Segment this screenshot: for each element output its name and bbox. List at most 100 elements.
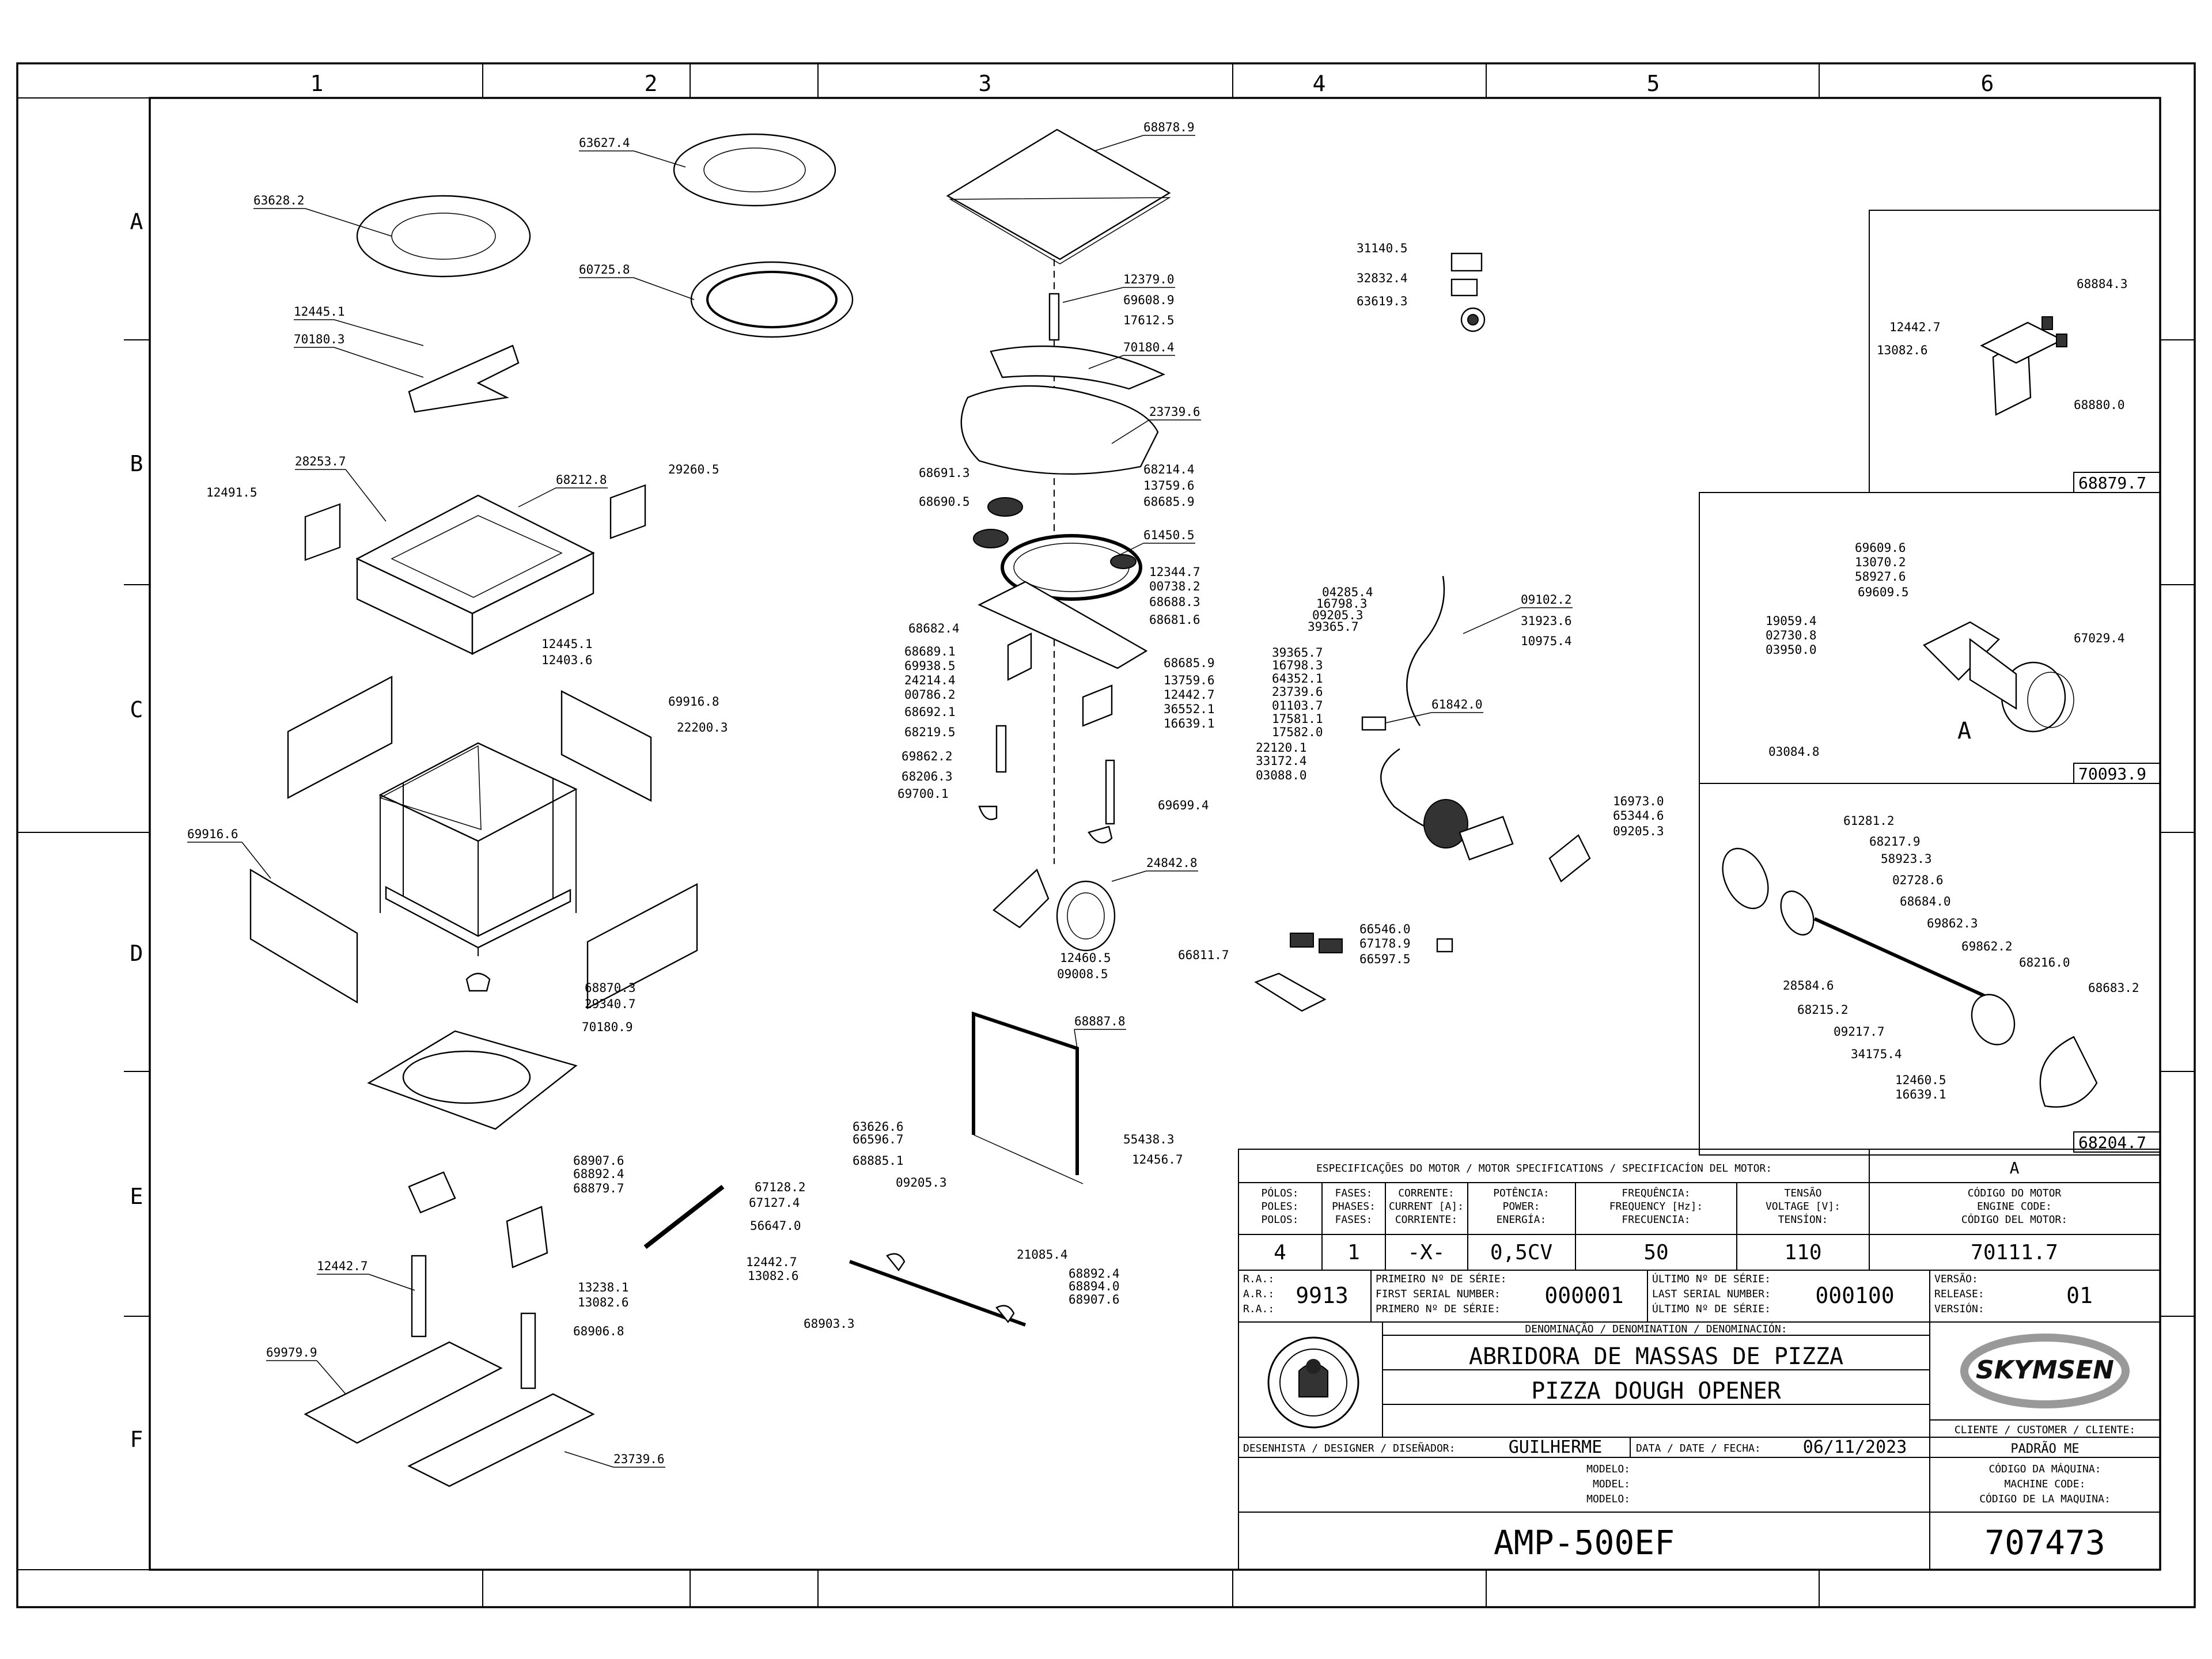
- motor-header-poles: PÓLOS: POLES: POLOS:: [1261, 1187, 1298, 1226]
- part-label: 17582.0: [1272, 725, 1323, 739]
- detail2-assembly-number: 70093.9: [2078, 764, 2146, 783]
- detail3-label: 68216.0: [2019, 956, 2070, 969]
- detail3-label: 61281.2: [1843, 814, 1895, 828]
- detail2-label: 69609.5: [1858, 585, 1909, 599]
- detail1-label: 68884.3: [2077, 277, 2128, 291]
- part-label: 56647.0: [750, 1219, 801, 1233]
- svg-text:ENERGÍA:: ENERGÍA:: [1497, 1213, 1547, 1226]
- part-label: 17581.1: [1272, 712, 1323, 726]
- part-label: 69699.4: [1158, 798, 1209, 812]
- ra-label-1: R.A.:: [1243, 1273, 1274, 1285]
- detail2-tag: A: [1957, 718, 1971, 744]
- part-label: 03088.0: [1256, 768, 1307, 782]
- part-label: 23739.6: [613, 1452, 665, 1466]
- svg-text:FREQUÊNCIA:: FREQUÊNCIA:: [1622, 1187, 1690, 1199]
- part-label: 63627.4: [579, 136, 630, 150]
- part-label: 68206.3: [902, 770, 953, 783]
- part-label: 09205.3: [1312, 608, 1363, 622]
- electric-parts-geometry: [1254, 252, 1591, 1012]
- part-label: 09008.5: [1057, 967, 1108, 981]
- part-label: 13082.6: [578, 1296, 629, 1309]
- grid-col-2: 2: [645, 71, 658, 96]
- part-label: 68887.8: [1074, 1014, 1126, 1028]
- version-value: 01: [2066, 1283, 2093, 1308]
- motor-value-engine-code: 70111.7: [1971, 1241, 2058, 1264]
- part-label: 16973.0: [1613, 794, 1664, 808]
- part-label: 33172.4: [1256, 754, 1307, 768]
- motor-table-tag: A: [2010, 1158, 2020, 1177]
- last-serial-label-2: LAST SERIAL NUMBER:: [1652, 1288, 1771, 1300]
- part-label: 22120.1: [1256, 741, 1307, 755]
- detail2-label: 19059.4: [1766, 614, 1817, 628]
- part-label: 66597.5: [1359, 952, 1411, 966]
- motor-header-voltage: TENSÃO VOLTAGE [V]: TENSÍON:: [1766, 1187, 1840, 1226]
- part-label: 13759.6: [1143, 479, 1195, 493]
- customer-label: CLIENTE / CUSTOMER / CLIENTE:: [1955, 1424, 2135, 1436]
- part-label: 09205.3: [896, 1176, 947, 1190]
- part-label: 68682.4: [908, 622, 960, 635]
- part-label: 55438.3: [1123, 1132, 1175, 1146]
- part-label: 13759.6: [1164, 673, 1215, 687]
- grid-row-labels: A B C D E F: [130, 209, 143, 1452]
- motor-table-title: ESPECIFICAÇÕES DO MOTOR / MOTOR SPECIFIC…: [1316, 1162, 1772, 1175]
- part-label: 31140.5: [1357, 241, 1408, 255]
- svg-text:FASES:: FASES:: [1335, 1187, 1372, 1199]
- part-label: 24214.4: [904, 673, 956, 687]
- part-label: 12442.7: [1164, 688, 1215, 702]
- part-label: 21085.4: [1017, 1248, 1068, 1262]
- part-label: 12379.0: [1123, 272, 1175, 286]
- part-label: 68689.1: [904, 645, 956, 658]
- part-label: 69979.9: [266, 1346, 317, 1359]
- detail3-label: 68683.2: [2088, 981, 2139, 995]
- part-label: 22200.3: [677, 721, 728, 734]
- part-label: 66596.7: [853, 1132, 904, 1146]
- part-label: 61450.5: [1143, 528, 1195, 542]
- designer-value: GUILHERME: [1509, 1437, 1603, 1457]
- part-label: 12460.5: [1060, 951, 1111, 965]
- part-labels: 63628.2 63627.4 60725.8 68878.9 12445.1 …: [187, 120, 1664, 1466]
- detail-view-68204: [1699, 783, 2161, 1156]
- detail1-assembly-number: 68879.7: [2078, 474, 2146, 493]
- grid-col-6: 6: [1981, 71, 1994, 96]
- part-label: 68906.8: [573, 1324, 624, 1338]
- detail2-label: 58927.6: [1855, 570, 1906, 584]
- motor-header-engine-code: CÓDIGO DO MOTOR ENGINE CODE: CÓDIGO DEL …: [1961, 1187, 2067, 1226]
- detail1-label: 68880.0: [2074, 398, 2125, 412]
- part-label: 13082.6: [748, 1269, 799, 1283]
- detail2-label: 13070.2: [1855, 555, 1906, 569]
- machine-name-pt: ABRIDORA DE MASSAS DE PIZZA: [1469, 1343, 1843, 1370]
- svg-text:TENSÍON:: TENSÍON:: [1778, 1213, 1828, 1226]
- part-label: 12456.7: [1132, 1153, 1183, 1166]
- last-serial-label-1: ÚLTIMO Nº DE SÉRIE:: [1652, 1272, 1771, 1285]
- part-label: 12445.1: [294, 305, 345, 319]
- part-label: 67128.2: [755, 1180, 806, 1194]
- ra-value: 9913: [1296, 1283, 1349, 1308]
- detail-labels: 12442.7 13082.6 68884.3 68880.0 68879.7 …: [1766, 277, 2146, 1152]
- machine-code-label-3: CÓDIGO DE LA MAQUINA:: [1979, 1493, 2111, 1505]
- part-label: 68214.4: [1143, 463, 1195, 476]
- part-label: 68685.9: [1164, 656, 1215, 670]
- version-label-1: VERSÃO:: [1934, 1272, 1978, 1285]
- first-serial-label-2: FIRST SERIAL NUMBER:: [1376, 1288, 1501, 1300]
- detail3-label: 69862.2: [1961, 940, 2013, 953]
- part-label: 65344.6: [1613, 809, 1664, 823]
- part-label: 69916.8: [668, 695, 719, 709]
- motor-value-phases: 1: [1347, 1241, 1360, 1264]
- svg-text:POTÊNCIA:: POTÊNCIA:: [1493, 1187, 1550, 1199]
- first-serial-value: 000001: [1544, 1283, 1623, 1308]
- part-label: 36552.1: [1164, 702, 1215, 716]
- part-label: 12491.5: [206, 486, 257, 499]
- machine-code-label-2: MACHINE CODE:: [2005, 1478, 2086, 1490]
- part-label: 63626.6: [853, 1120, 904, 1134]
- denomination-label: DENOMINAÇÃO / DENOMINATION / DENOMINACIÓ…: [1525, 1323, 1787, 1335]
- grid-row-c: C: [130, 697, 143, 722]
- model-value: AMP-500EF: [1494, 1523, 1675, 1562]
- part-label: 16798.3: [1272, 658, 1323, 672]
- machine-name-en: PIZZA DOUGH OPENER: [1531, 1378, 1781, 1404]
- part-label: 69700.1: [897, 787, 949, 801]
- part-label: 24842.8: [1146, 856, 1198, 870]
- part-label: 68878.9: [1143, 120, 1195, 134]
- date-label: DATA / DATE / FECHA:: [1636, 1442, 1761, 1455]
- grid-row-e: E: [130, 1184, 143, 1209]
